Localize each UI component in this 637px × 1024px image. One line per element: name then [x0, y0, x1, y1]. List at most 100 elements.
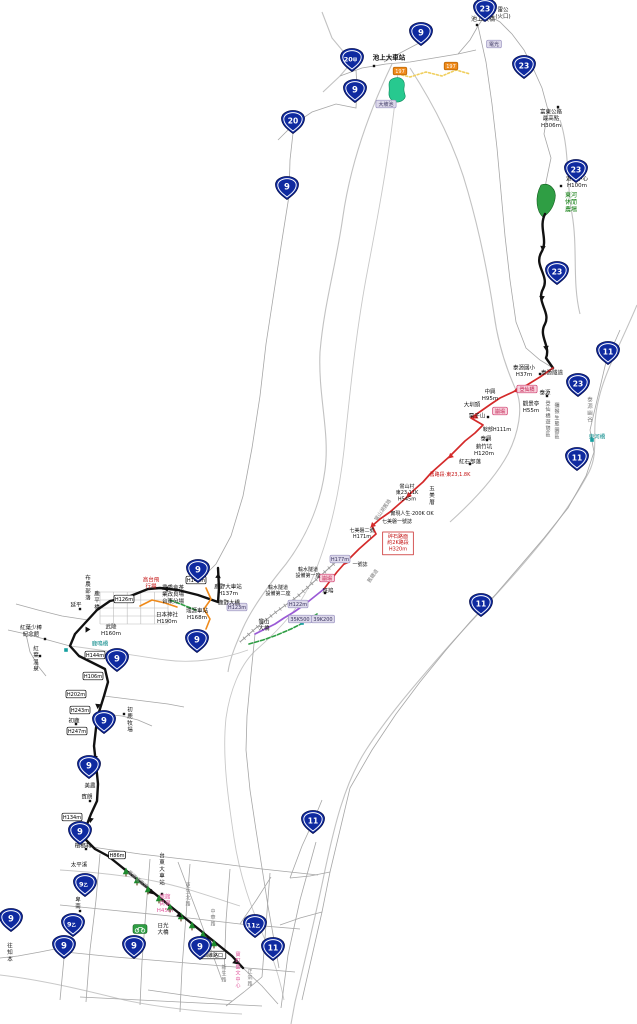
- label-text: 登仙橋遊憩區: [545, 400, 550, 438]
- badge-box: [443, 61, 459, 71]
- shield-ring: [342, 50, 362, 70]
- direction-arrow-icon: [148, 888, 154, 895]
- direction-arrow-icon: [472, 413, 479, 419]
- highway-shield-11: 11: [469, 593, 493, 618]
- map-label: 斑鳩: [322, 587, 334, 595]
- direction-arrow-icon: [95, 703, 101, 710]
- tree-trunk: [136, 883, 138, 886]
- label-text: 太平溪: [71, 861, 88, 869]
- map-label: 舊鐵道: [366, 568, 380, 584]
- label-text: 賓朗: [81, 793, 93, 801]
- tree-trunk: [158, 901, 160, 904]
- bike-wheel: [140, 928, 146, 933]
- label-text: 紅石部落: [459, 458, 482, 466]
- direction-arrow-icon: [88, 817, 94, 824]
- tree-crown: [133, 876, 141, 884]
- label-text: 高台飛行場: [143, 576, 160, 591]
- shield-shape: [565, 447, 589, 472]
- road-badge: 197: [392, 66, 408, 76]
- map-label: 登仙橋遊憩區: [545, 400, 550, 438]
- map-label: 檳榔村: [75, 842, 92, 850]
- shield-number: 9乙: [67, 921, 77, 929]
- shield-ring: [190, 938, 210, 958]
- label-text: 斑鳩: [322, 587, 334, 595]
- poi-dot: [485, 438, 489, 442]
- elevation-badge: H243m: [69, 705, 91, 715]
- scenic-marker: [590, 438, 594, 442]
- map-label: 泰源: [539, 389, 551, 397]
- shield-number: 9: [114, 655, 120, 665]
- map-label: 美農: [84, 782, 96, 790]
- shield-ring: [187, 631, 207, 651]
- highway-shield-9: 9: [68, 821, 92, 846]
- tree-crown: [210, 939, 218, 947]
- poi-dot: [43, 637, 47, 641]
- direction-arrow-icon: [540, 245, 546, 252]
- label-text: 七美磐一號誌: [382, 518, 412, 525]
- label-text: 舊路段·東23,1.8K: [430, 471, 471, 478]
- tree-icon: [210, 939, 218, 949]
- shield-shape: [105, 648, 129, 673]
- route-orange-link-b: [203, 587, 212, 630]
- shield-ring: [411, 24, 431, 44]
- shield-ring: [566, 161, 586, 181]
- shield-shape: [545, 261, 569, 286]
- shield-ring: [107, 650, 127, 670]
- map-label: 卑南: [75, 896, 81, 911]
- tree-trunk: [125, 874, 127, 877]
- tree-icon: [144, 885, 152, 895]
- badge-text: 電光: [489, 41, 499, 48]
- shield-number: 9: [352, 86, 358, 96]
- shield-number: 9: [77, 828, 83, 838]
- highway-shield-9: 9: [77, 755, 101, 780]
- direction-arrow-icon: [232, 958, 238, 965]
- map-label: 太平溪: [71, 861, 88, 869]
- badge-box: [108, 850, 126, 860]
- terrain-boundary: [227, 63, 393, 673]
- map-label: 鸞山大橋: [258, 618, 270, 633]
- badge-box: [65, 689, 87, 699]
- poi-dot: [323, 591, 327, 595]
- map-label: 寶町藝文中心: [235, 951, 240, 989]
- badge-text: 35K500: [290, 617, 309, 623]
- shield-shape: [185, 629, 209, 654]
- shield-number: 9: [284, 183, 290, 193]
- label-text: 東河橋: [589, 433, 606, 441]
- highway-shield-9: 9: [105, 648, 129, 673]
- highway-shield-23: 23: [512, 55, 536, 80]
- badge-box: [287, 599, 309, 609]
- shield-number: 11: [572, 454, 582, 463]
- badge-text: 39K200: [313, 617, 332, 623]
- route-longtian-link: [169, 599, 197, 611]
- shield-ring: [263, 939, 283, 959]
- shield-ring: [598, 343, 618, 363]
- poi-dot: [122, 712, 126, 716]
- shield-ring: [1, 910, 21, 930]
- shield-number: 11: [603, 348, 613, 357]
- shield-ring: [124, 937, 144, 957]
- poi-dot: [556, 105, 560, 109]
- shield-shape: [73, 873, 97, 898]
- shield-shape: [68, 821, 92, 846]
- label-text: 更生北路: [185, 883, 190, 908]
- shield-number: 11: [476, 600, 486, 609]
- shield-shape: [52, 935, 76, 960]
- river-line: [59, 869, 241, 907]
- shield-number: 9: [195, 566, 201, 576]
- road-line: [85, 853, 101, 1003]
- badge-box: [319, 573, 335, 583]
- label-text: 輸水隧道設備第一座: [295, 566, 320, 579]
- road-line: [84, 845, 319, 876]
- poi-dot: [78, 607, 82, 611]
- shield-ring: [63, 915, 83, 935]
- badge-box: [82, 671, 104, 681]
- road-badge: 35K500: [288, 614, 312, 624]
- road-line: [139, 858, 151, 1006]
- tree-crown: [144, 885, 152, 893]
- badge-box: [66, 726, 88, 736]
- label-text: 泰源隧道: [541, 369, 564, 377]
